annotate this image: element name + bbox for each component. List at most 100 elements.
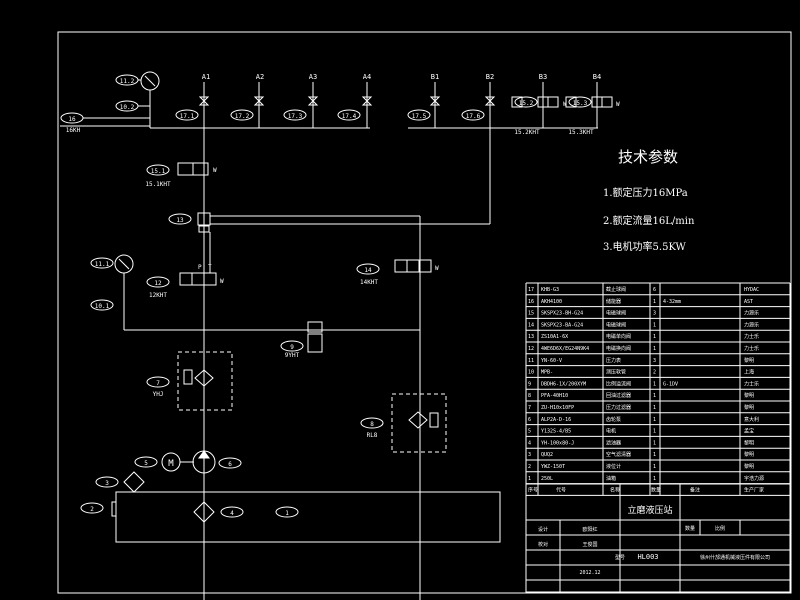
bom-cell-maker: 上海 bbox=[744, 369, 754, 376]
bom-cell-no: 1 bbox=[528, 476, 531, 482]
bom-cell-qty: 1 bbox=[653, 381, 656, 387]
bom-cell-maker: 力士乐 bbox=[744, 333, 759, 340]
bom-cell-no: 14 bbox=[528, 322, 534, 328]
label-15-2: 15.2 bbox=[519, 100, 534, 107]
bom-cell-qty: 1 bbox=[653, 299, 656, 305]
port-p: P bbox=[198, 264, 202, 271]
bom-cell-code: 250L bbox=[541, 476, 553, 482]
return-filter-8 bbox=[360, 393, 447, 453]
bom-cell-name: 电磁换向阀 bbox=[606, 345, 631, 352]
bom-cell-name: 比例溢流阀 bbox=[606, 380, 631, 387]
bom-cell-qty: 1 bbox=[653, 429, 656, 435]
label-17-2: 17.2 bbox=[235, 113, 250, 120]
bom-cell-name: 电机 bbox=[606, 428, 616, 435]
label-14-sub: 14KHT bbox=[360, 279, 378, 286]
solenoid-12: W bbox=[220, 278, 224, 285]
label-17-3: 17.3 bbox=[288, 113, 303, 120]
check-valve-13 bbox=[168, 128, 491, 600]
balloons-15-top bbox=[514, 96, 592, 108]
bom-header-2: 名称 bbox=[610, 487, 620, 494]
label-15-3-sub: 15.3KHT bbox=[568, 129, 594, 136]
bom-cell-no: 10 bbox=[528, 370, 534, 376]
bom-cell-no: 15 bbox=[528, 311, 534, 317]
bom-cell-no: 16 bbox=[528, 299, 534, 305]
bom-cell-qty: 3 bbox=[653, 311, 656, 317]
bom-cell-no: 17 bbox=[528, 287, 534, 293]
tech-param-3: 3.电机功率5.5KW bbox=[603, 242, 686, 253]
bom-cell-name: 电磁单向阀 bbox=[606, 333, 631, 340]
port-b3: B3 bbox=[539, 73, 547, 81]
solenoid-b3: W bbox=[563, 101, 567, 108]
label-14: 14 bbox=[364, 267, 372, 274]
tech-params-heading: 技术参数 bbox=[618, 148, 679, 166]
bom-cell-qty: 1 bbox=[653, 476, 656, 482]
bom-cell-no: 8 bbox=[528, 393, 531, 399]
bom-cell-code: MPB- bbox=[541, 370, 553, 376]
drawing-number: HL003 bbox=[637, 553, 658, 561]
bom-cell-maker: 力源乐 bbox=[744, 310, 759, 317]
bom-cell-code: 4WE6D6X/EG24N9K4 bbox=[541, 346, 589, 352]
bom-cell-code: YH-100x80-J bbox=[541, 440, 574, 446]
label-17-5: 17.5 bbox=[412, 113, 427, 120]
bom-cell-code: YN-60-V bbox=[541, 358, 562, 364]
port-b2: B2 bbox=[486, 73, 494, 81]
bom-cell-maker: AST bbox=[744, 299, 753, 305]
bom-cell-code: QUQ2 bbox=[541, 452, 553, 458]
bom-cell-code: YWZ-150T bbox=[541, 464, 565, 470]
port-t: T bbox=[208, 264, 212, 271]
label-2: 2 bbox=[90, 506, 94, 513]
bom-cell-code: PFA-40H10 bbox=[541, 393, 568, 399]
hose-10-2 bbox=[115, 100, 150, 112]
bom-cell-maker: 黎明 bbox=[744, 357, 754, 364]
bom-cell-no: 6 bbox=[528, 417, 531, 423]
bom-cell-name: 齿轮泵 bbox=[606, 416, 621, 423]
bom-header-3: 数量 bbox=[651, 487, 661, 494]
bom-cell-name: 储能器 bbox=[606, 298, 621, 305]
label-9: 9 bbox=[290, 344, 294, 351]
scale-label: 比例 bbox=[715, 525, 725, 532]
label-10-2: 10.2 bbox=[120, 104, 135, 111]
bom-cell-name: 压力表 bbox=[606, 357, 621, 364]
bom-cell-maker: HYDAC bbox=[744, 287, 759, 293]
gauge-11-2 bbox=[115, 71, 160, 120]
bom-cell-maker: 黎明 bbox=[744, 439, 754, 446]
bom-cell-maker: 黎明 bbox=[744, 392, 754, 399]
bom-cell-no: 3 bbox=[528, 452, 531, 458]
bom-cell-qty: 1 bbox=[653, 417, 656, 423]
port-a4: A4 bbox=[363, 73, 371, 81]
label-11-2: 11.2 bbox=[120, 78, 135, 85]
relief-valve-9 bbox=[204, 321, 420, 353]
designer-name: 欧阳红 bbox=[582, 526, 597, 533]
solenoid-14: W bbox=[435, 265, 439, 272]
label-15-1: 15.1 bbox=[151, 168, 166, 175]
bom-cell-note: 4-32mm bbox=[663, 299, 681, 305]
label-7: 7 bbox=[156, 380, 160, 387]
label-17-6: 17.6 bbox=[466, 113, 481, 120]
bom-cell-code: ZU-H10x10FP bbox=[541, 405, 574, 411]
bom-cell-no: 13 bbox=[528, 334, 534, 340]
label-15-2-sub: 15.2KHT bbox=[514, 129, 540, 136]
bom-cell-qty: 1 bbox=[653, 464, 656, 470]
label-12-sub: 12KHT bbox=[149, 292, 167, 299]
bom-cell-qty: 2 bbox=[653, 370, 656, 376]
label-16-sub: 16KH bbox=[66, 127, 81, 134]
bom-cell-maker: 黎明 bbox=[744, 463, 754, 470]
motor-symbol: M bbox=[168, 459, 174, 469]
bom-cell-code: ALP2A-D-16 bbox=[541, 417, 571, 423]
accumulator-16 bbox=[60, 112, 151, 128]
label-17-4: 17.4 bbox=[342, 113, 357, 120]
bom-cell-name: 截止球阀 bbox=[606, 286, 626, 293]
bom-cell-name: 压力过滤器 bbox=[606, 404, 631, 411]
title-block bbox=[525, 483, 791, 593]
port-b1: B1 bbox=[431, 73, 439, 81]
bom-cell-code: AKH4100 bbox=[541, 299, 562, 305]
bom-cell-code: DBDH6-1X/200XYM bbox=[541, 381, 586, 387]
bom-cell-maker: 孟宝 bbox=[744, 428, 754, 435]
designer-label: 设计 bbox=[538, 526, 548, 533]
bom-cell-code: ZS10A1-6X bbox=[541, 334, 568, 340]
port-b4: B4 bbox=[593, 73, 601, 81]
bom-cell-qty: 3 bbox=[653, 358, 656, 364]
bom-cell-maker: 力源乐 bbox=[744, 321, 759, 328]
pressure-filter-7 bbox=[146, 351, 233, 411]
